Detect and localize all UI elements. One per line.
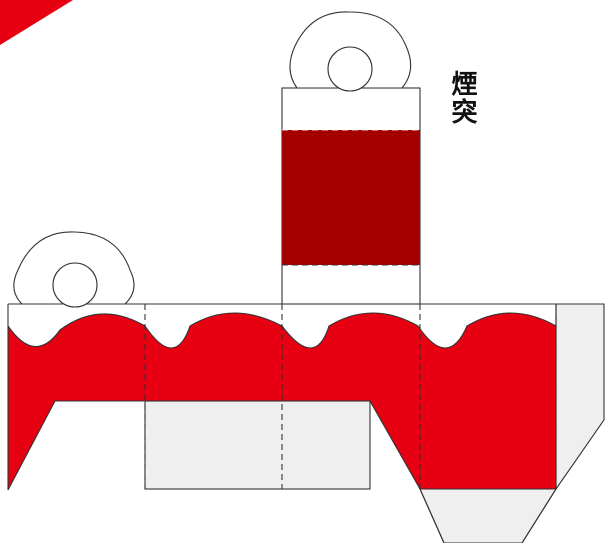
left-ring-hole [52,262,98,308]
chimney-red-band [282,130,420,265]
chimney-label: 煙突 [447,70,477,126]
right-side-panel [555,303,605,491]
hull-bottom-panel [144,400,371,490]
corner-red-flap [0,0,73,45]
chimney-ring-hole [327,46,373,92]
